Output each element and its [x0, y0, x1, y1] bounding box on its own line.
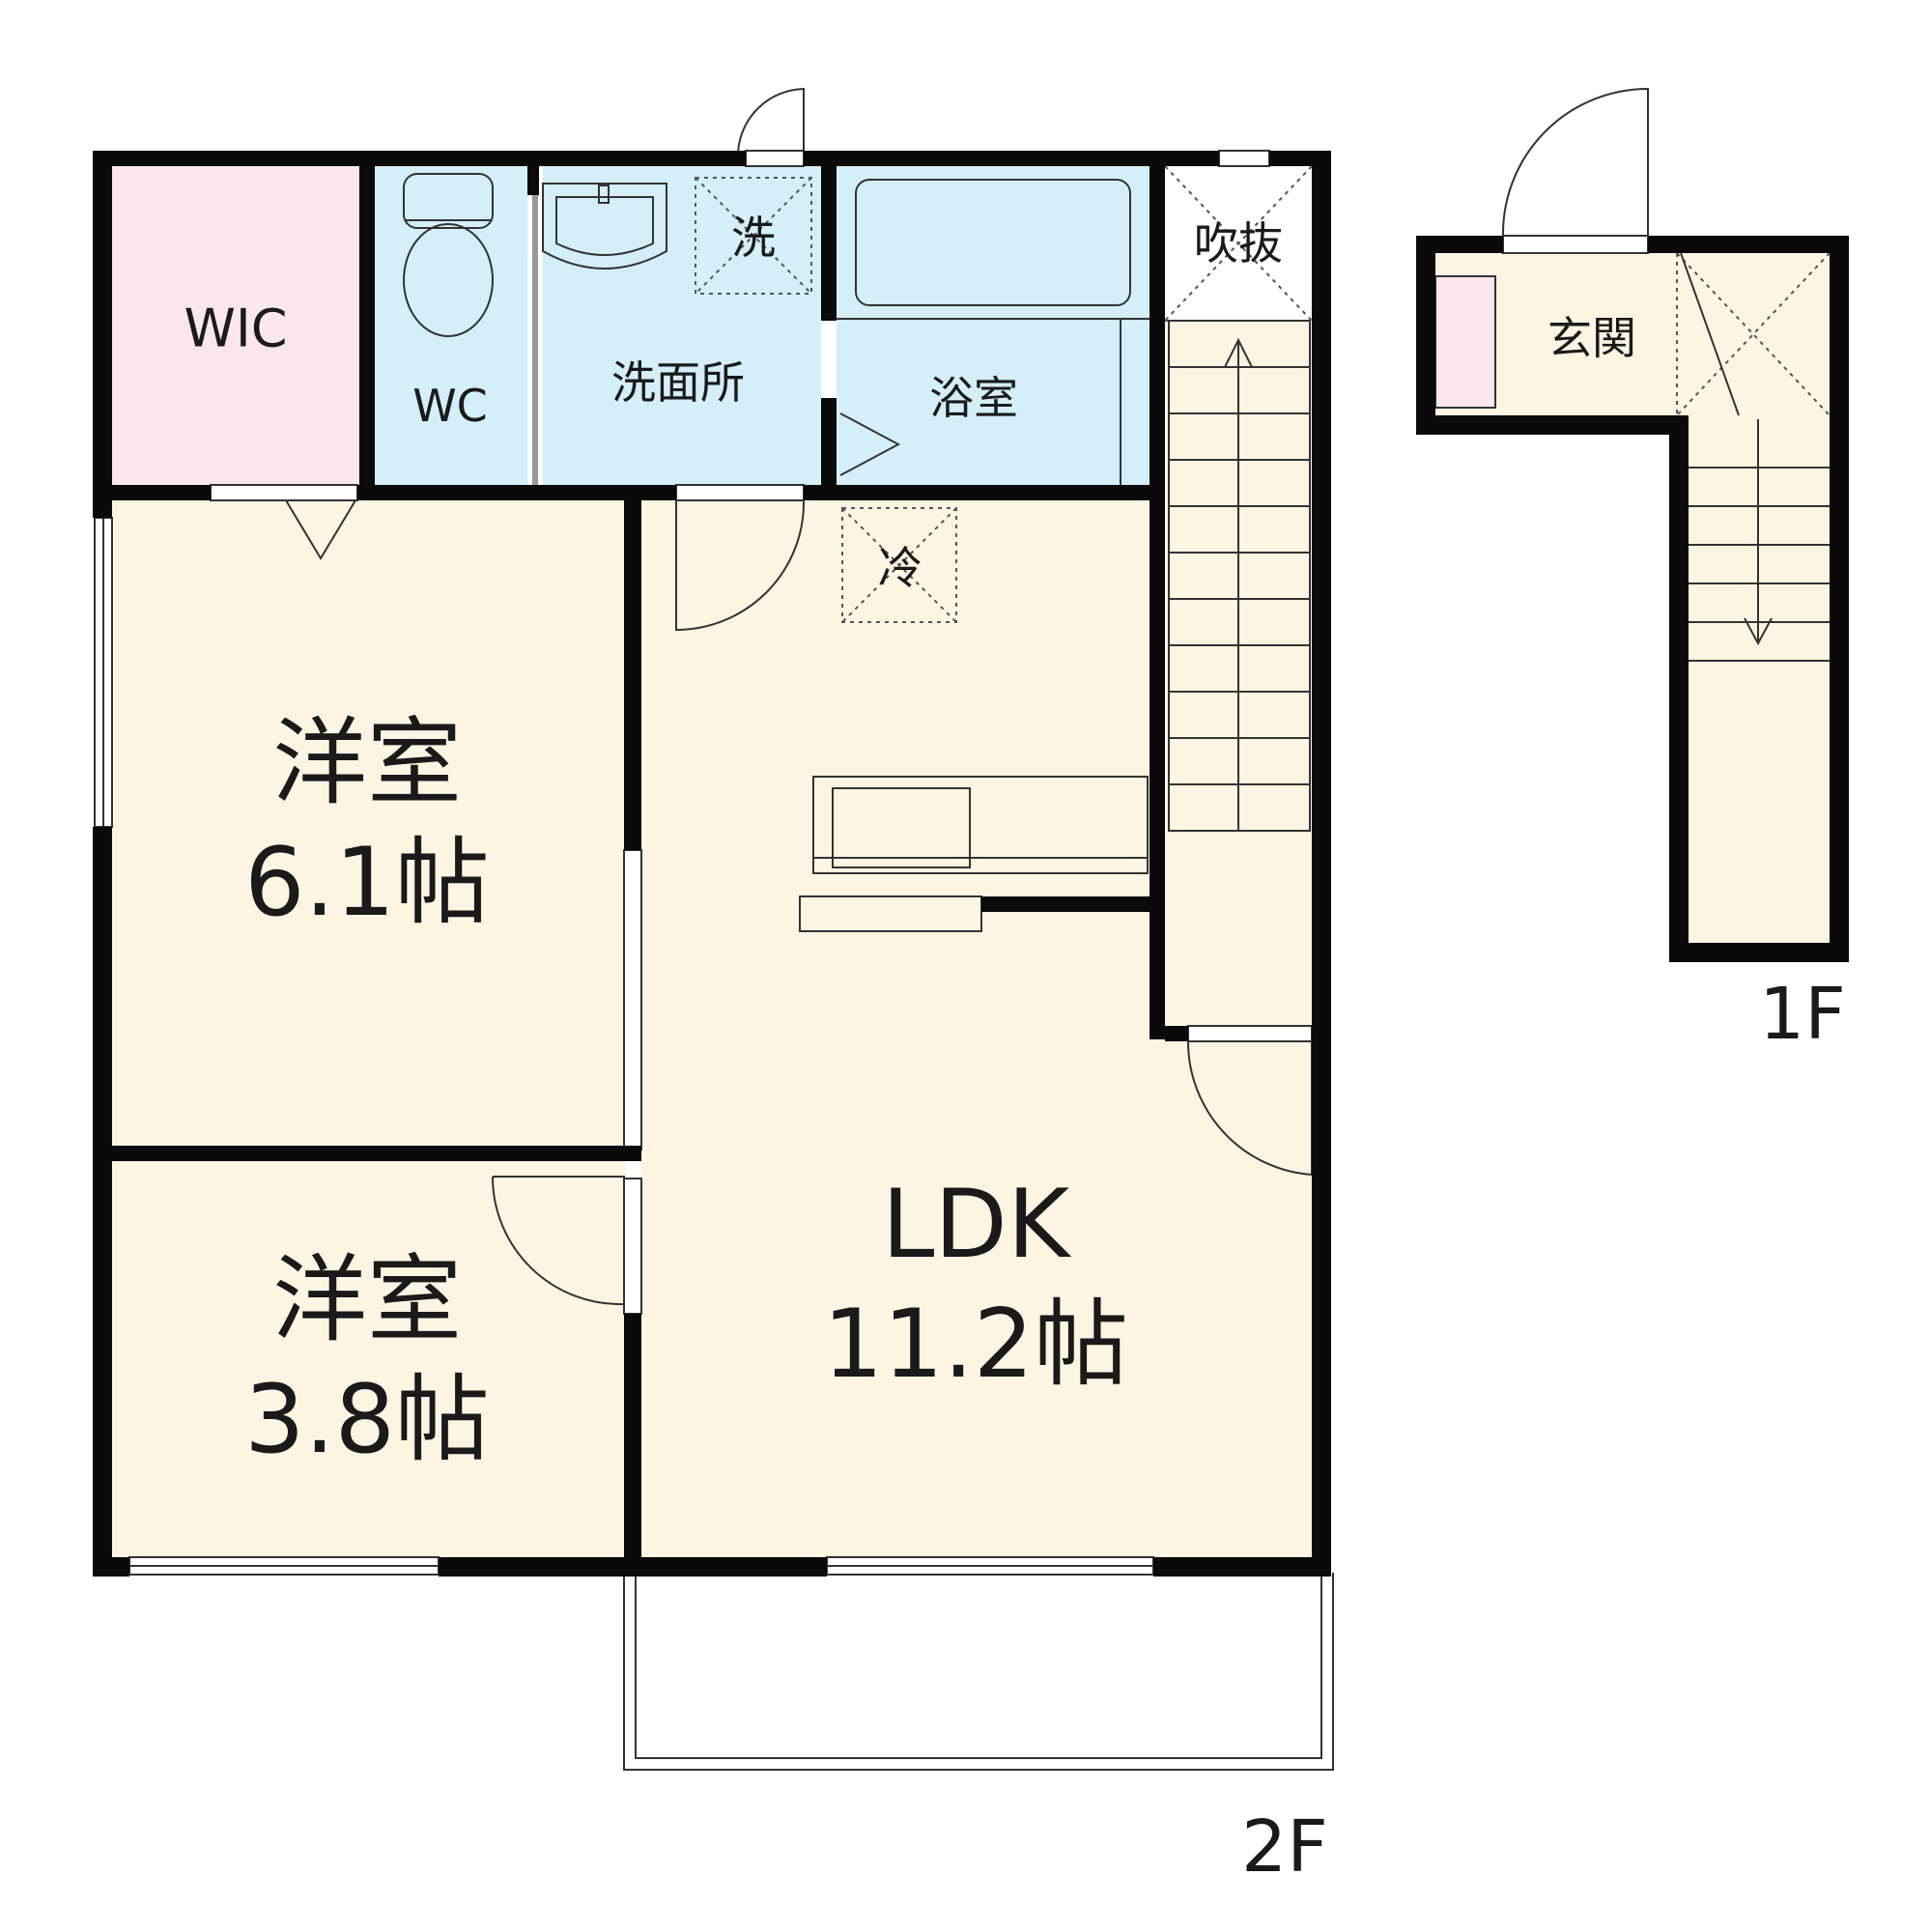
washer-spot: [695, 177, 812, 295]
entrance-door-swing: [1501, 87, 1649, 237]
floor-label-2f: 2F: [1241, 1805, 1328, 1889]
shoe-cabinet: [1434, 275, 1496, 409]
western-small-size: 3.8帖: [244, 1365, 490, 1475]
wc-label: WC: [412, 380, 488, 432]
first-floor: [1416, 87, 1849, 962]
washroom-fill: [543, 166, 821, 485]
wic-label: WIC: [184, 298, 287, 359]
wc-fill: [375, 166, 527, 485]
fixtures-2f: [94, 87, 1334, 1771]
entrance-label: 玄関: [1547, 312, 1636, 364]
fridge-label: 冷: [878, 542, 922, 594]
kitchen-counter-icon: [799, 776, 1149, 932]
bath-label: 浴室: [929, 372, 1018, 424]
washroom-label: 洗面所: [611, 356, 745, 409]
western-small-name: 洋室: [272, 1245, 462, 1355]
labels: WIC WC 洗面所 洗 浴室 吹抜 冷 洋室 6.1帖 洋室 3.8帖 LDK…: [184, 212, 1845, 1889]
washer-label: 洗: [731, 212, 776, 264]
windows-2f: [94, 150, 1313, 1576]
balcony: [623, 1573, 1334, 1771]
wic-fill: [112, 166, 359, 485]
western-large-fill: [112, 500, 626, 1146]
western-large-size: 6.1帖: [244, 828, 490, 938]
bath-fill: [837, 166, 1149, 485]
void-label: 吹抜: [1194, 217, 1283, 270]
western-small-fill: [112, 1161, 626, 1557]
walls-2f: [93, 151, 1331, 1577]
western-large-name: 洋室: [272, 708, 462, 818]
stairs-1f: [1689, 419, 1830, 662]
floor-label-1f: 1F: [1759, 973, 1846, 1056]
bathtub-icon: [837, 179, 1149, 485]
ldk-name: LDK: [882, 1170, 1072, 1280]
fridge-spot: [841, 507, 957, 623]
stairs-2f: [1168, 320, 1311, 832]
bath-door-icon: [839, 412, 901, 476]
ldk-size: 11.2帖: [823, 1290, 1128, 1400]
door-swings-2f: [285, 87, 1313, 1306]
toilet-icon: [403, 173, 494, 337]
sink-icon: [542, 183, 667, 270]
entrance-fill: [1435, 253, 1830, 415]
